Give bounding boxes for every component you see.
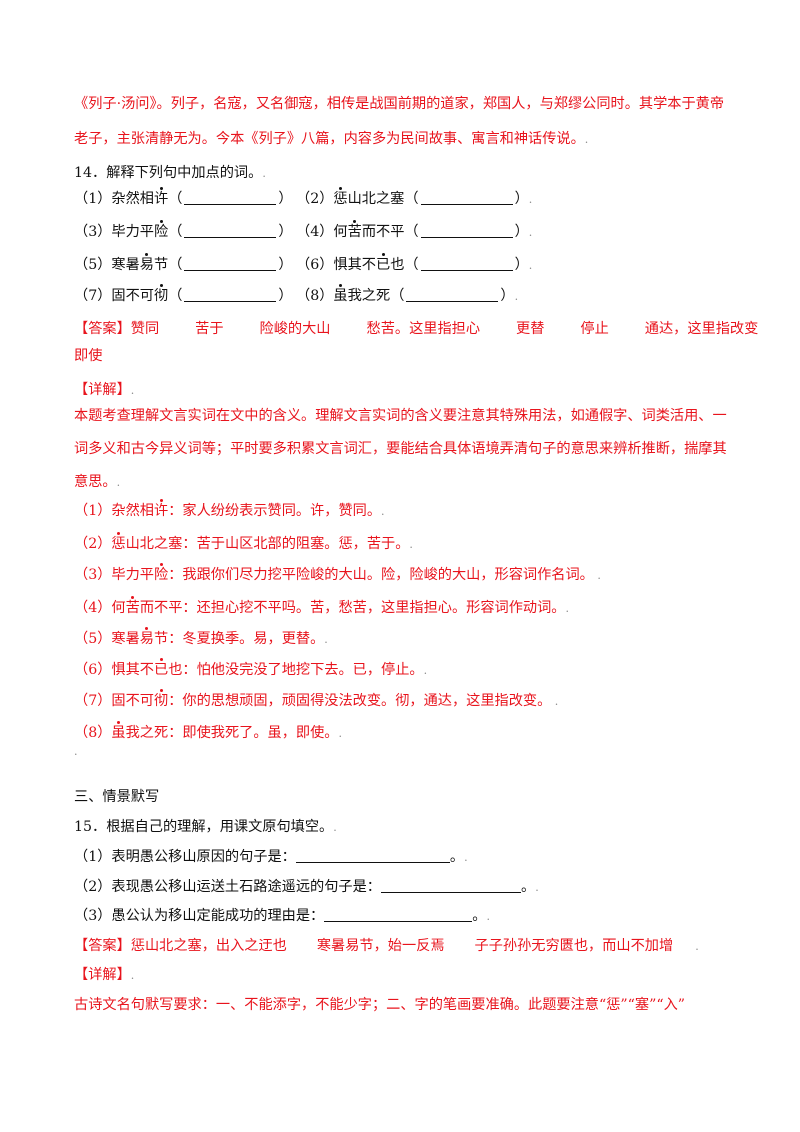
answer-6: 停止 (580, 321, 609, 337)
q14-item: （8）虽我之死（）. (296, 287, 519, 304)
answer-blank[interactable] (184, 190, 277, 205)
answer-1: 赞同 (130, 321, 160, 337)
answer-4: 愁苦。这里指担心 (366, 321, 481, 337)
explanation-3: （3）毕力平险：我跟你们尽力挖平险峻的大山。险，险峻的大山，形容词作名词。 . (74, 567, 601, 583)
answer-blank[interactable] (380, 878, 521, 893)
q14-item: （7）固不可彻（） (74, 287, 293, 304)
detail-tag: 【详解】 (74, 967, 131, 983)
explanation-2: （2）惩山北之塞：苦于山区北部的阻塞。惩，苦于。. (74, 536, 413, 552)
answer-blank[interactable] (184, 287, 277, 302)
explanation-8: （8）虽我之死：即使我死了。虽，即使。. (74, 725, 342, 741)
intro-line-2: 老子，主张清静无为。今本《列子》八篇，内容多为民间故事、寓言和神话传说。. (74, 131, 589, 147)
q14-item: （3）毕力平险（） (74, 223, 293, 240)
q14-answer-cont: 即使 (74, 348, 103, 364)
answer-2: 苦于 (195, 321, 224, 337)
q14-stem-text: 14．解释下列句中加点的词。 (74, 165, 263, 181)
q15-stem: 15．根据自己的理解，用课文原句填空。. (74, 819, 337, 835)
q15-detail-tag: 【详解】. (74, 967, 135, 983)
q14-answer: 【答案】赞同 苦于 险峻的大山 愁苦。这里指担心 更替 停止 通达，这里指改变 (74, 319, 758, 339)
q15-detail-line: 古诗文名句默写要求：一、不能添字，不能少字；二、字的笔画要准确。此题要注意“惩”… (74, 997, 686, 1013)
explanation-5: （5）寒暑易节：冬夏换季。易，更替。. (74, 631, 328, 647)
q15-item-2: （2）表现愚公移山运送土石路途遥远的句子是：。. (74, 878, 539, 895)
explanation-6: （6）惧其不已也：怕他没完没了地挖下去。已，停止。. (74, 662, 428, 678)
answer-blank[interactable] (406, 287, 499, 302)
answer-tag: 【答案】 (74, 938, 131, 954)
q14-stem: 14．解释下列句中加点的词。. (74, 165, 266, 181)
answer-blank[interactable] (420, 190, 513, 205)
q15-answer: 【答案】惩山北之塞，出入之迂也寒暑易节，始一反焉子子孙孙无穷匮也，而山不加增. (74, 938, 699, 954)
explanation-1: （1）杂然相许：家人纷纷表示赞同。许，赞同。. (74, 503, 385, 519)
explanation-4: （4）何苦而不平：还担心挖不平吗。苦，愁苦，这里指担心。形容词作动词。. (74, 600, 569, 616)
answer-blank[interactable] (184, 223, 277, 238)
q14-detail-line-2: 词多义和古今异义词等；平时要多积累文言词汇，要能结合具体语境弄清句子的意思来辨析… (74, 441, 727, 457)
answer-blank[interactable] (324, 907, 473, 922)
answer-blank[interactable] (420, 223, 513, 238)
answer-7: 通达，这里指改变 (644, 321, 759, 337)
explanation-7: （7）固不可彻：你的思想顽固，顽固得没法改变。彻，通达，这里指改变。 . (74, 693, 559, 709)
answer-tag: 【答案】 (74, 321, 131, 337)
intro-line-1: 《列子·汤问》。列子，名寇，又名御寇，相传是战国前期的道家，郑国人，与郑缪公同时… (74, 96, 725, 112)
q14-item: （6）惧其不已也（）. (296, 256, 533, 273)
q15-item-3: （3）愚公认为移山定能成功的理由是：。. (74, 907, 490, 924)
q15-item-1: （1）表明愚公移山原因的句子是：。. (74, 848, 468, 865)
q14-detail-line-1: 本题考查理解文言实词在文中的含义。理解文言实词的含义要注意其特殊用法，如通假字、… (74, 408, 727, 424)
answer-3: 子子孙孙无穷匮也，而山不加增 (474, 938, 674, 954)
q14-item: （1）杂然相许（） (74, 190, 293, 207)
blank-line-marker: . (74, 745, 78, 758)
answer-blank[interactable] (295, 848, 450, 863)
section-title: 三、情景默写 (74, 789, 160, 805)
answer-2: 寒暑易节，始一反焉 (316, 938, 445, 954)
answer-3: 险峻的大山 (259, 321, 331, 337)
q14-item: （4）何苦而不平（）. (296, 223, 533, 240)
intro-line-2-text: 老子，主张清静无为。今本《列子》八篇，内容多为民间故事、寓言和神话传说。 (74, 131, 585, 147)
answer-5: 更替 (516, 321, 545, 337)
answer-blank[interactable] (420, 256, 513, 271)
q14-item: （2）惩山北之塞（）. (296, 190, 533, 207)
q14-detail-line-3: 意思。. (74, 474, 121, 490)
q15-stem-text: 15．根据自己的理解，用课文原句填空。 (74, 819, 334, 835)
detail-tag: 【详解】 (74, 382, 131, 398)
answer-blank[interactable] (184, 256, 277, 271)
q14-item: （5）寒暑易节（） (74, 256, 293, 273)
answer-1: 惩山北之塞，出入之迂也 (130, 938, 287, 954)
q14-detail-tag: 【详解】. (74, 382, 135, 398)
